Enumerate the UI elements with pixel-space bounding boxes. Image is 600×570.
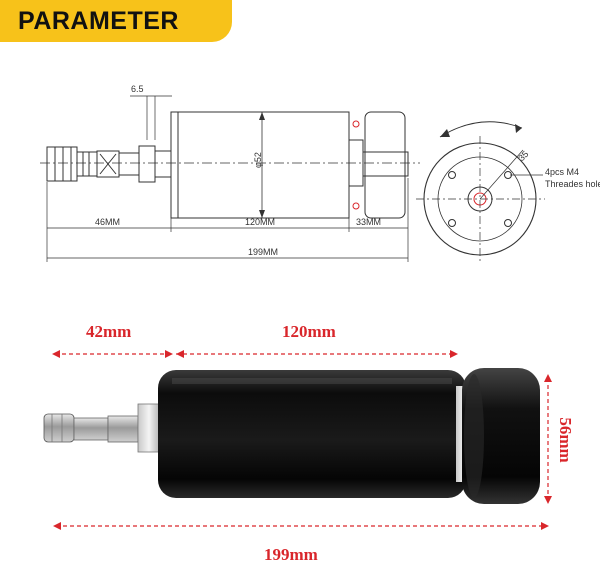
parameter-banner: PARAMETER [0, 0, 232, 42]
dim-33-label: 33MM [356, 217, 381, 227]
front-collar-photo [137, 403, 161, 453]
label-56mm: 56mm [556, 417, 575, 462]
screw-icon [352, 202, 360, 210]
hex-photo [107, 415, 139, 443]
thread-hole-icon [504, 219, 512, 227]
front-flange [138, 145, 156, 183]
screw-icon [352, 120, 360, 128]
drawing-labels: 6.5 φ52 46MM 120MM 33MM 199MM 35 4pcs M4… [95, 84, 600, 257]
dim-46-label: 46MM [95, 217, 120, 227]
shaft-photo [73, 417, 109, 441]
dim-120-label: 120MM [245, 217, 275, 227]
thread-hole-icon [448, 171, 456, 179]
rear-cap-outline [364, 111, 406, 219]
diameter-label: φ52 [253, 152, 263, 168]
motor-body-photo [158, 370, 466, 498]
collet-nut [46, 146, 78, 182]
hole-note-line1: 4pcs M4 [545, 167, 579, 177]
label-42mm: 42mm [86, 322, 131, 341]
technical-drawing [40, 95, 545, 262]
photo-dimensions [55, 353, 549, 527]
label-120mm: 120mm [282, 322, 336, 341]
shaft-section [76, 151, 98, 177]
photo-labels: 42mm 120mm 56mm 199mm [86, 322, 575, 564]
collet-nut-photo [43, 413, 75, 443]
dim-6-5-label: 6.5 [131, 84, 144, 94]
motor-photo [43, 368, 540, 504]
rear-shaft [362, 151, 409, 177]
angle-label: 35 [516, 149, 530, 163]
rotation-arc [439, 121, 523, 138]
banner-title: PARAMETER [18, 7, 179, 35]
dim-199-label: 199MM [248, 247, 278, 257]
thread-hole-icon [448, 219, 456, 227]
hole-note-line2: Threades hole [545, 179, 600, 189]
label-199mm: 199mm [264, 545, 318, 564]
photo-arrowheads [52, 350, 552, 530]
